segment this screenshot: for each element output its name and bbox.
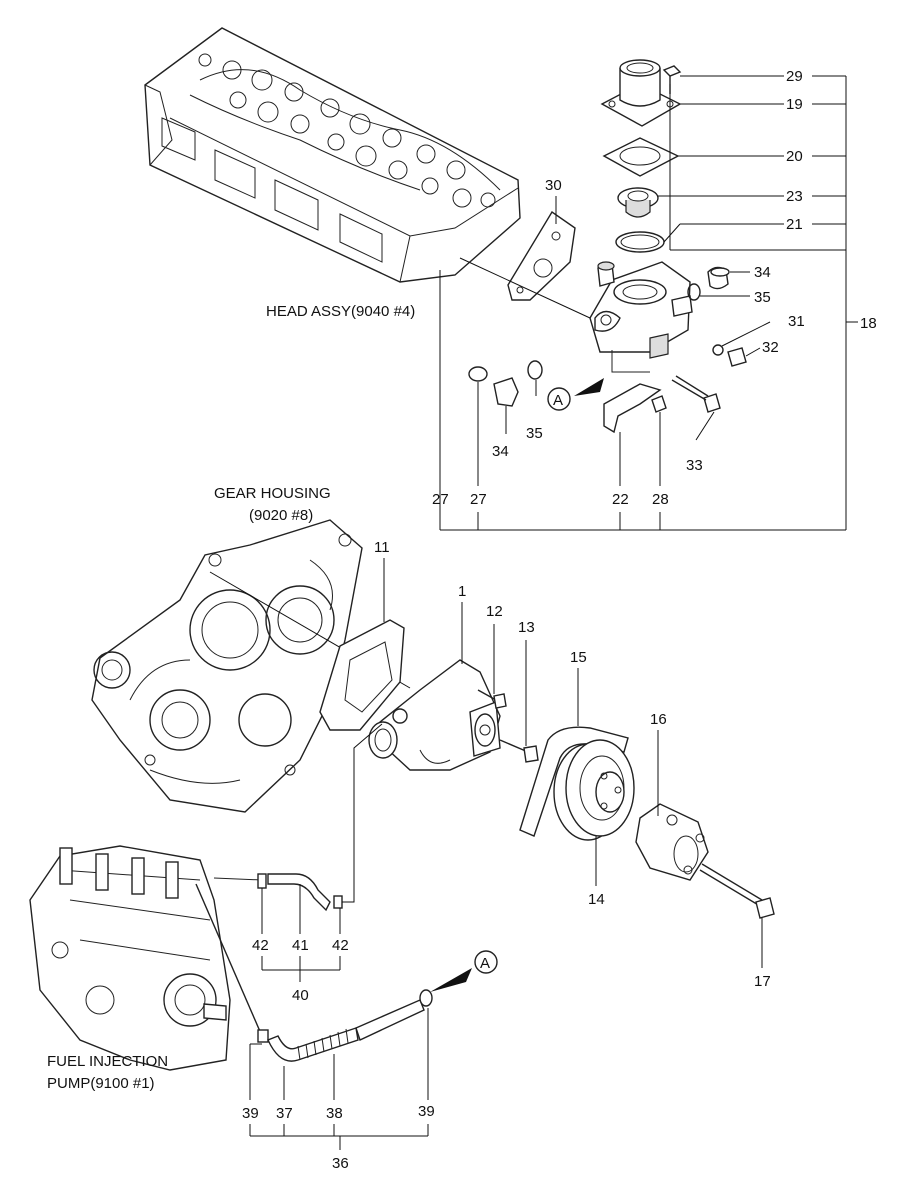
ref-a-thermostat: A xyxy=(547,378,604,411)
callout-20: 20 xyxy=(786,148,803,165)
callout-28: 28 xyxy=(652,491,669,508)
callout-19: 19 xyxy=(786,96,803,113)
fuel-injection-pump-drawing xyxy=(29,845,231,1071)
callout-11: 11 xyxy=(374,539,390,556)
ref-a-label-1: A xyxy=(553,392,563,409)
fuel-pump-ref-label: PUMP(9100 #1) xyxy=(47,1075,155,1092)
callout-29: 29 xyxy=(786,68,803,85)
section-labels: HEAD ASSY(9040 #4) GEAR HOUSING (9020 #8… xyxy=(47,303,415,1092)
callout-34-left: 34 xyxy=(492,443,509,460)
thermostat-housing-drawing xyxy=(439,257,747,434)
callout-14: 14 xyxy=(588,891,605,908)
callout-27-b: 27 xyxy=(470,491,487,508)
callout-42-b: 42 xyxy=(332,937,349,954)
callout-38: 38 xyxy=(326,1105,343,1122)
callout-35-left: 35 xyxy=(526,425,543,442)
fan-pulley-drawing xyxy=(553,739,635,841)
gear-housing-ref-label: (9020 #8) xyxy=(249,507,313,524)
head-assy-drawing xyxy=(144,27,576,301)
callout-35-right: 35 xyxy=(754,289,771,306)
callout-18: 18 xyxy=(860,315,877,332)
water-pump-drawing xyxy=(368,659,539,771)
gear-housing-label: GEAR HOUSING xyxy=(214,485,331,502)
callout-27-a: 27 xyxy=(432,491,449,508)
callout-31: 31 xyxy=(788,313,805,330)
callout-12: 12 xyxy=(486,603,503,620)
callout-15: 15 xyxy=(570,649,587,666)
v-belt-drawing xyxy=(519,726,629,837)
callout-30: 30 xyxy=(545,177,562,194)
callout-39-a: 39 xyxy=(242,1105,259,1122)
callout-36: 36 xyxy=(332,1155,349,1172)
callout-32: 32 xyxy=(762,339,779,356)
callout-37: 37 xyxy=(276,1105,293,1122)
callout-21: 21 xyxy=(786,216,803,233)
part-callouts: 29 19 20 23 21 30 34 35 18 31 32 34 35 3… xyxy=(242,68,877,1172)
callout-41: 41 xyxy=(292,937,309,954)
callout-17: 17 xyxy=(754,973,771,990)
leader-lines xyxy=(249,75,858,1150)
callout-22: 22 xyxy=(612,491,629,508)
callout-34-right: 34 xyxy=(754,264,771,281)
callout-23: 23 xyxy=(786,188,803,205)
callout-40: 40 xyxy=(292,987,309,1004)
fan-spacer-drawing xyxy=(635,803,775,919)
callout-16: 16 xyxy=(650,711,667,728)
callout-33: 33 xyxy=(686,457,703,474)
callout-42-a: 42 xyxy=(252,937,269,954)
ref-a-fuel: A xyxy=(474,950,498,974)
gear-housing-drawing xyxy=(91,519,411,813)
callout-39-b: 39 xyxy=(418,1103,435,1120)
water-pump-gasket-drawing xyxy=(319,619,405,731)
thermostat-cover-drawing xyxy=(600,59,682,253)
callout-1: 1 xyxy=(458,583,466,600)
fuel-pump-label: FUEL INJECTION xyxy=(47,1053,168,1070)
fuel-hose-38-drawing xyxy=(195,883,472,1062)
head-assy-label: HEAD ASSY(9040 #4) xyxy=(266,303,415,320)
callout-13: 13 xyxy=(518,619,535,636)
ref-a-label-2: A xyxy=(480,955,490,972)
